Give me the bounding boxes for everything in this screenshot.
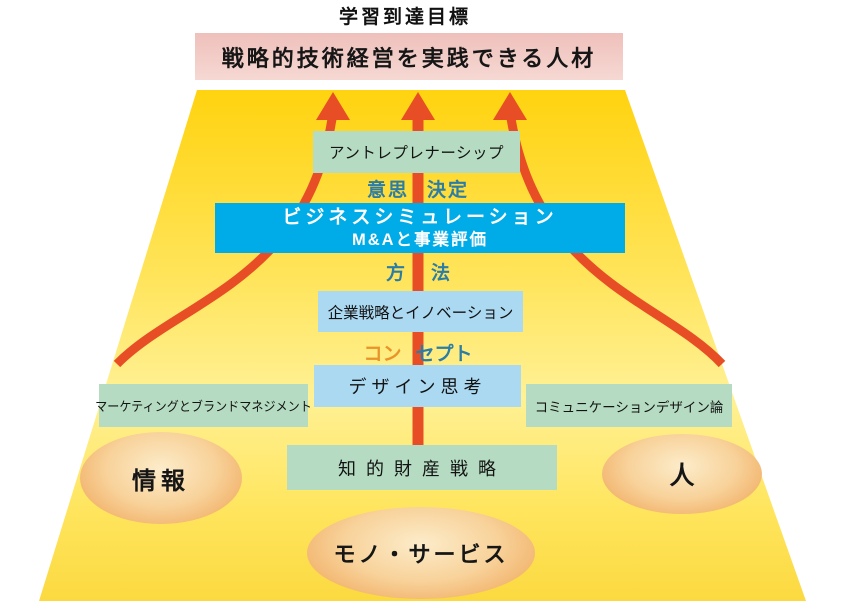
information-label: 情報	[132, 467, 190, 495]
communication-design-box: コミュニケーションデザイン論	[526, 384, 732, 427]
goal-text: 戦略的技術経営を実践できる人材	[221, 45, 597, 71]
corporate-strategy-box: 企業戦略とイノベーション	[318, 291, 523, 332]
people-label: 人	[669, 462, 695, 490]
concept-level-label: コン セプト	[318, 339, 518, 365]
method-label-part2: 法	[431, 262, 451, 284]
business-simulation-box: ビジネスシミュレーション M&Aと事業評価	[215, 203, 625, 253]
center-up-arrow-icon	[401, 92, 435, 120]
entrepreneurship-box: アントレプレナーシップ	[313, 131, 520, 173]
method-level-label: 方 法	[318, 258, 518, 284]
design-thinking-label: デザイン思考	[348, 377, 487, 397]
business-simulation-line2: M&Aと事業評価	[351, 230, 489, 249]
method-label-part1: 方	[385, 262, 405, 284]
concept-label-part2: セプト	[415, 343, 473, 365]
left-up-arrow-icon	[316, 92, 350, 120]
marketing-label: マーケティングとブランドマネジメント	[95, 399, 312, 414]
goods-services-label: モノ・サービス	[333, 542, 509, 567]
right-growth-curve	[505, 111, 726, 368]
business-simulation-line1: ビジネスシミュレーション	[282, 206, 558, 228]
decision-label-part2: 決定	[427, 179, 470, 201]
entrepreneurship-label: アントレプレナーシップ	[328, 145, 505, 162]
information-ellipse: 情報	[80, 432, 242, 524]
ip-strategy-label: 知的財産戦略	[338, 458, 506, 479]
marketing-box: マーケティングとブランドマネジメント	[95, 384, 312, 427]
decision-level-label: 意思 決定	[318, 175, 518, 201]
people-ellipse: 人	[602, 434, 762, 514]
decision-label-part1: 意思	[366, 179, 409, 201]
design-thinking-box: デザイン思考	[314, 365, 521, 407]
page-title: 学習到達目標	[338, 6, 471, 28]
ip-strategy-box: 知的財産戦略	[287, 445, 557, 490]
goods-services-ellipse: モノ・サービス	[307, 507, 535, 599]
communication-design-label: コミュニケーションデザイン論	[534, 399, 724, 415]
right-up-arrow-icon	[493, 92, 527, 120]
goal-box: 戦略的技術経営を実践できる人材	[195, 33, 623, 80]
corporate-strategy-label: 企業戦略とイノベーション	[327, 304, 514, 322]
concept-label-part1: コン	[363, 343, 402, 365]
